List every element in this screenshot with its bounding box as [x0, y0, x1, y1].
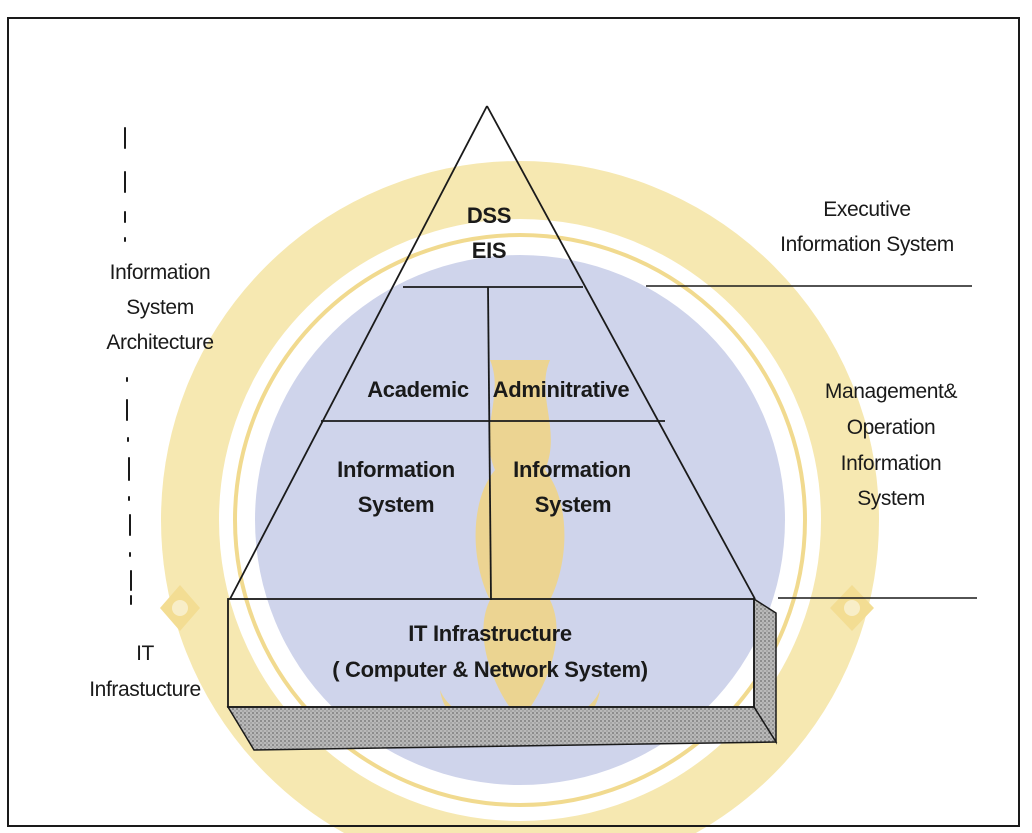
apex-line2: EIS [472, 238, 507, 263]
left-bracket-line [124, 127, 132, 605]
infrastructure-label-1: IT [136, 642, 154, 665]
executive-label-1: Executive [823, 198, 910, 221]
admin-label: Adminitrative [493, 377, 630, 402]
architecture-label-1: Information [110, 261, 211, 284]
academic-label: Academic [367, 377, 469, 402]
academic-system-label: System [358, 492, 434, 517]
admin-system-label: System [535, 492, 611, 517]
management-label-4: System [857, 487, 925, 510]
apex-line1: DSS [467, 203, 511, 228]
architecture-label-2: System [126, 296, 194, 319]
management-label-2: Operation [847, 416, 936, 439]
management-label-3: Information [841, 452, 942, 475]
pyramid [229, 105, 756, 601]
infrastructure-base [226, 597, 778, 751]
management-label-1: Management& [825, 380, 958, 403]
seal-ornament-left [160, 585, 200, 631]
base-subtitle: ( Computer & Network System) [332, 657, 648, 682]
base-shadow-bottom [226, 706, 778, 751]
executive-label-2: Information System [780, 233, 954, 256]
outer-frame [7, 17, 1020, 827]
center-divider [487, 286, 492, 601]
seal-ornament-right [830, 585, 874, 631]
academic-info-label: Information [337, 457, 455, 482]
base-title: IT Infrastructure [408, 621, 572, 646]
architecture-label-3: Architecture [106, 331, 213, 354]
infrastructure-label-2: Infrastucture [89, 678, 201, 701]
admin-info-label: Information [513, 457, 631, 482]
base-box [227, 598, 755, 708]
